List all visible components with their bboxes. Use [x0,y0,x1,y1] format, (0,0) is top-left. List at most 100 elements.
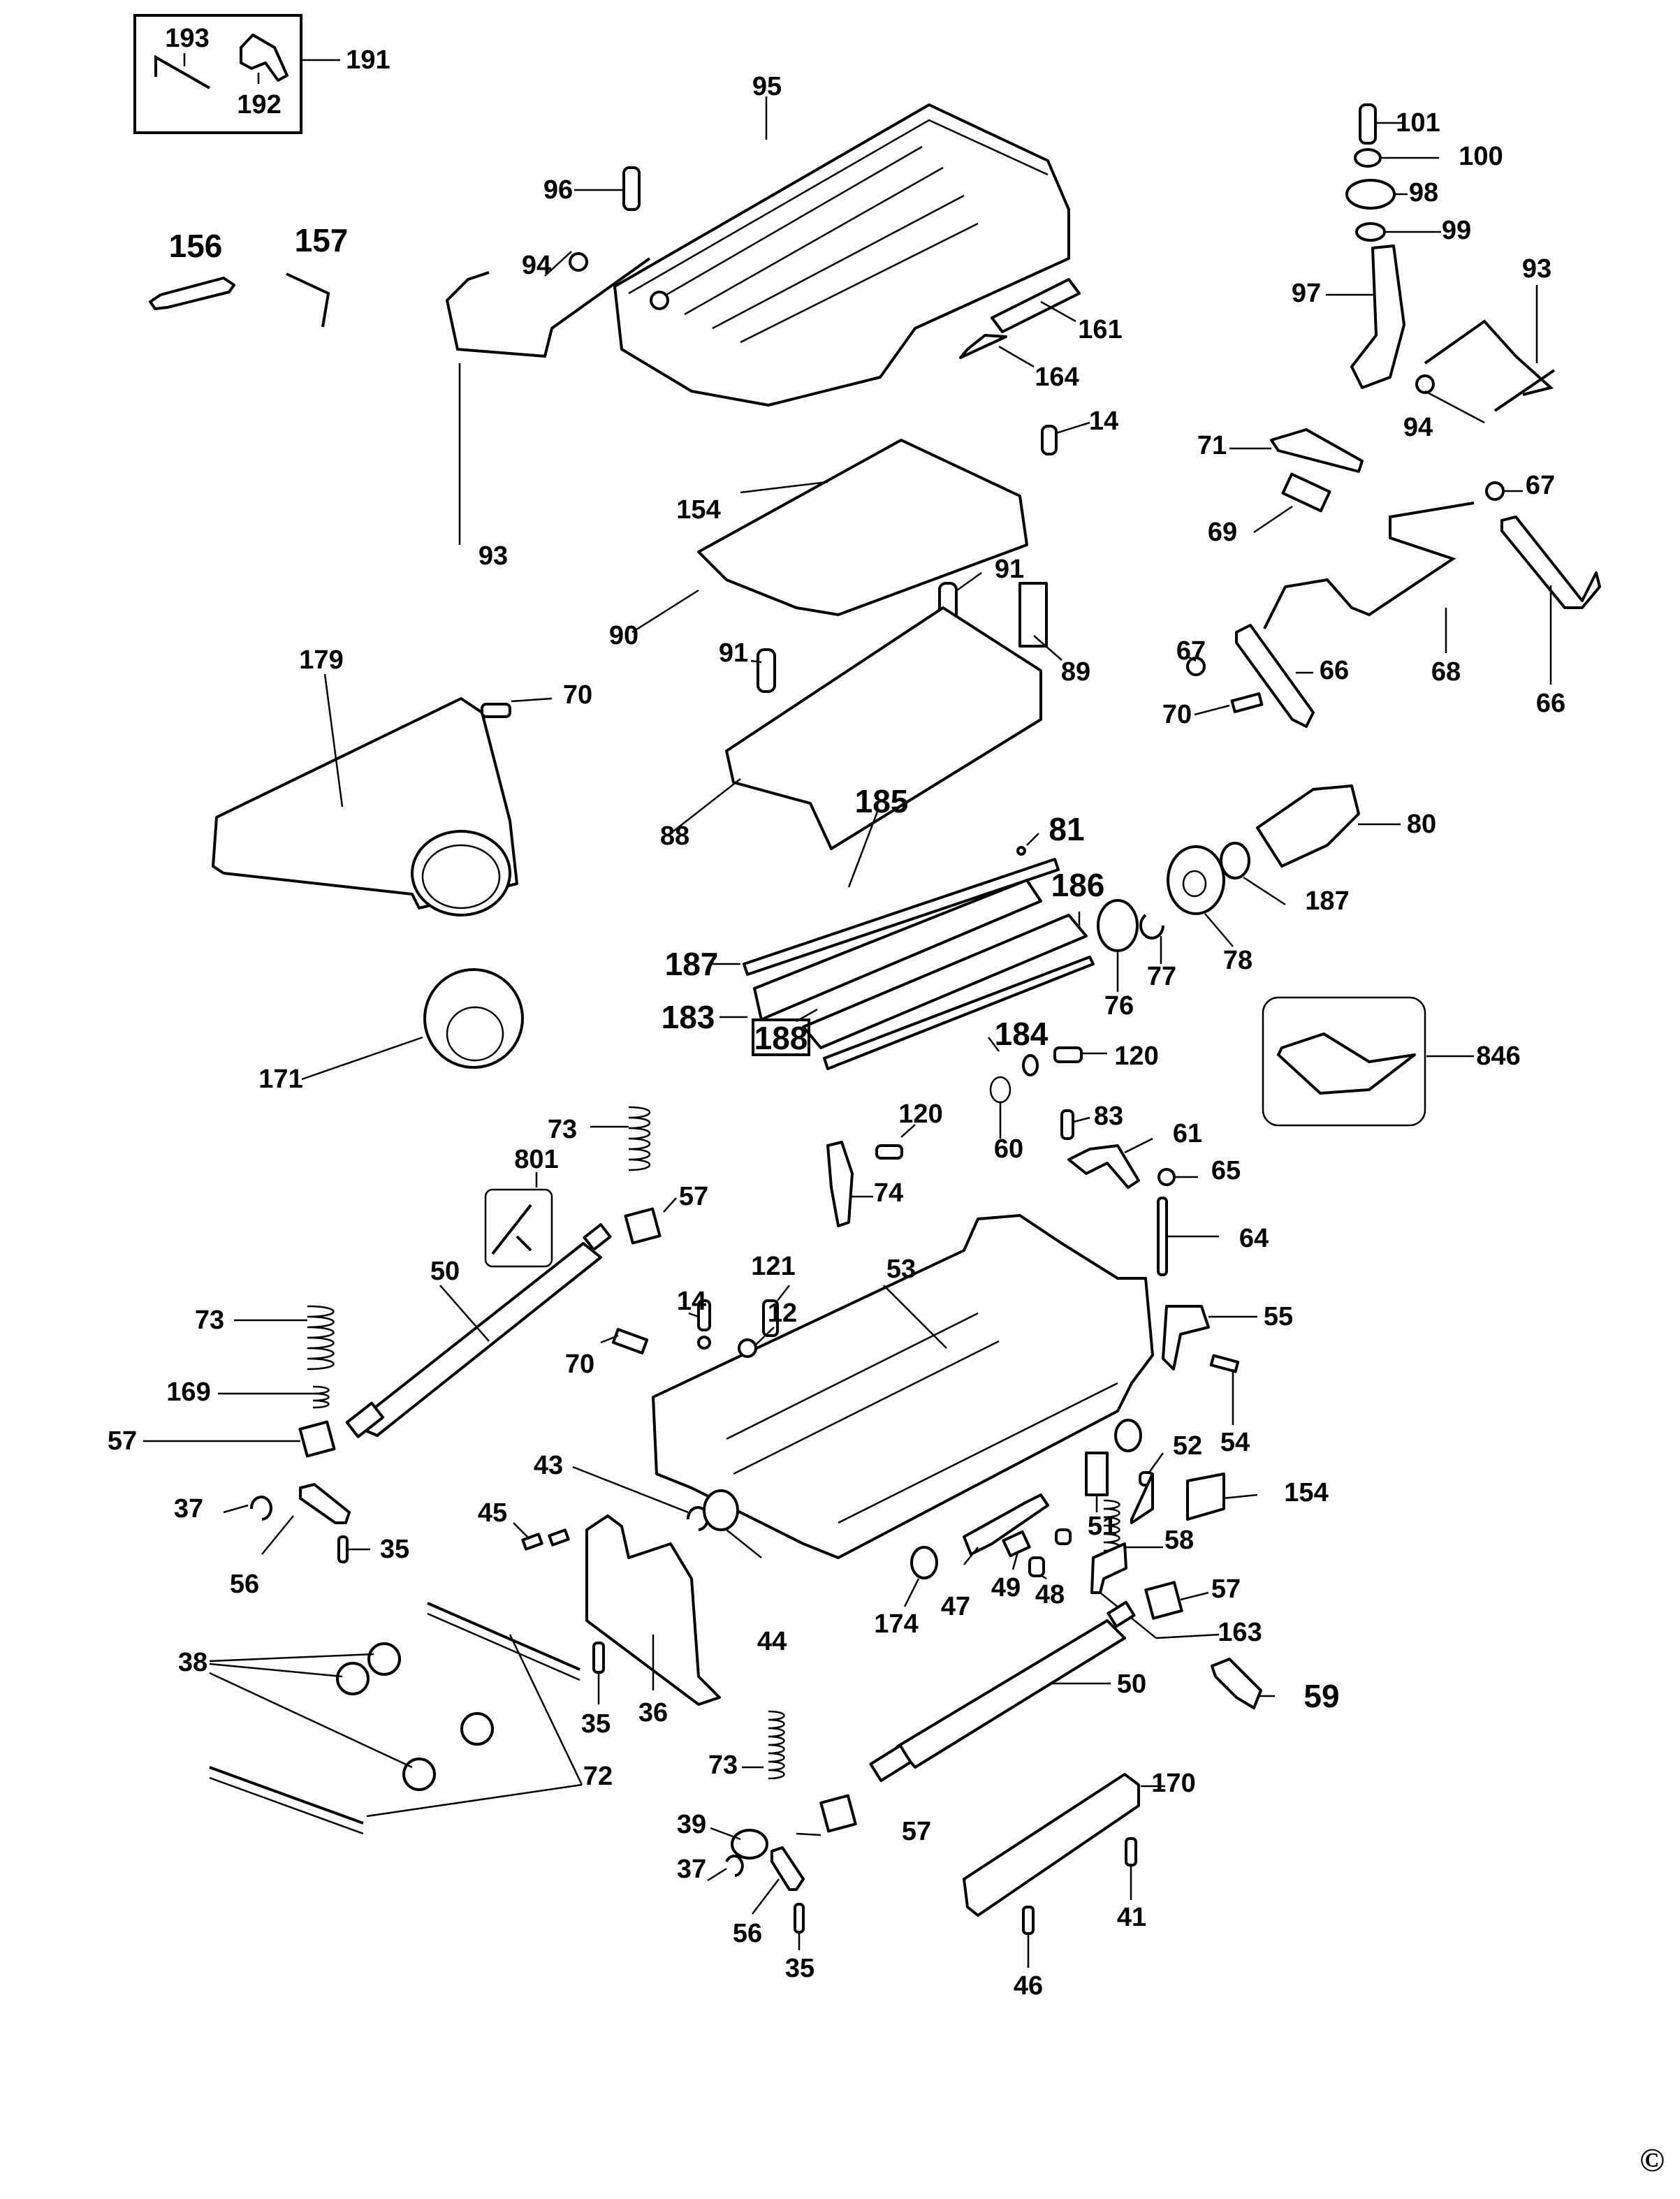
screw-120-lower [875,1144,903,1160]
callout-14-base: 14 [676,1287,707,1316]
screw-35-upper [337,1535,349,1563]
spring-73-lower [768,1710,785,1780]
blade-clamp-186 [802,914,1088,1049]
callout-53: 53 [886,1255,916,1284]
callout-120-upper: 120 [1114,1042,1159,1071]
callout-93-right: 93 [1521,254,1552,284]
torsion-spring-60 [989,1076,1011,1104]
callout-88: 88 [659,821,690,851]
callout-77: 77 [1146,962,1177,991]
clip-94-right [1415,374,1435,394]
screw-101 [1359,103,1377,145]
screw-14-top [1041,425,1058,455]
callout-121: 121 [751,1252,796,1281]
chain-72-lower [209,1766,364,1825]
toolbox-846-icon [1277,1032,1416,1095]
callout-90: 90 [608,621,639,650]
wedge-164 [959,334,1007,359]
callout-154-lower: 154 [1284,1478,1329,1507]
callout-57-upper: 57 [678,1182,709,1211]
callout-161: 161 [1078,315,1123,344]
callout-50-lower: 50 [1116,1670,1147,1699]
screw-96 [622,166,641,211]
bracket-59 [1211,1658,1262,1709]
callout-14-top: 14 [1088,407,1119,436]
callout-67-right: 67 [1525,471,1556,500]
callout-163: 163 [1218,1618,1262,1647]
washer-99 [1355,222,1386,242]
washer-100 [1354,148,1382,168]
callout-59: 59 [1303,1678,1340,1714]
tool-frame-801 [484,1188,553,1268]
bracket-56-lower [770,1846,805,1891]
callout-183: 183 [661,999,715,1035]
chip-guard-88 [725,606,1042,850]
label-154-lower-rect [1186,1473,1225,1521]
callout-74: 74 [873,1178,904,1208]
callout-169: 169 [166,1378,211,1407]
callout-71: 71 [1197,431,1227,460]
callout-95: 95 [752,72,782,101]
callout-57-right: 57 [1211,1575,1241,1604]
chain-72-upper [427,1602,580,1671]
callout-192: 192 [237,90,282,119]
callout-54: 54 [1220,1428,1250,1457]
callout-154-upper: 154 [676,495,721,525]
bearing-76 [1097,899,1139,952]
callout-43: 43 [533,1451,564,1480]
callout-94-right: 94 [1403,413,1433,442]
callout-60: 60 [993,1134,1024,1164]
label-51 [1085,1452,1109,1496]
sprocket-38c [460,1712,494,1746]
copyright-mark: © [1639,2142,1665,2179]
label-154-lower [1130,1473,1154,1524]
kit-box-188 [752,1018,810,1056]
set-screw-45a [521,1533,543,1551]
pin-81 [1016,846,1026,856]
callout-35-lower: 35 [784,1954,815,1983]
label-161 [991,278,1081,333]
screw-70-base [611,1328,649,1354]
callout-79: 187 [1305,886,1350,916]
callout-73-upper: 73 [547,1115,578,1144]
screw-83 [1060,1109,1074,1140]
callout-188: 188 [754,1020,808,1056]
guard-strap-61 [1067,1144,1140,1189]
feed-roller-50-upper [351,1242,602,1437]
callout-48: 48 [1035,1580,1065,1609]
callout-70-right: 70 [1162,700,1192,729]
spring-169 [312,1385,330,1409]
bearing-44 [703,1489,739,1531]
callout-35-upper: 35 [379,1535,410,1564]
wrench-156-icon [149,277,235,310]
washer-120 [1022,1054,1039,1076]
callout-171: 171 [258,1065,303,1094]
callout-45: 45 [477,1498,508,1528]
callout-72: 72 [583,1762,613,1791]
sprocket-38a [367,1642,401,1676]
screw-35-mid [592,1642,605,1674]
lever-66-right [1500,516,1601,609]
screw-14-base [697,1299,711,1331]
callout-36: 36 [638,1698,669,1727]
callout-91-upper: 91 [994,555,1025,584]
callout-76: 76 [1104,991,1134,1021]
nut-67-left [1186,657,1206,676]
bracket-71 [1270,428,1364,473]
callout-73-lower: 73 [708,1751,738,1780]
callout-101: 101 [1396,108,1440,138]
plate-49 [1002,1530,1031,1558]
lever-66-left [1235,624,1315,728]
callout-170: 170 [1151,1769,1196,1798]
callout-100: 100 [1459,142,1503,171]
callout-55: 55 [1263,1302,1294,1331]
knob-174 [910,1546,938,1579]
switch-plate-89 [1018,582,1048,648]
washer-98 [1345,179,1396,210]
callout-70-hood: 70 [562,680,593,710]
nut-67-right [1485,481,1505,501]
callout-70-base: 70 [564,1350,595,1379]
callout-89: 89 [1060,657,1091,687]
callout-58: 58 [1164,1526,1195,1555]
